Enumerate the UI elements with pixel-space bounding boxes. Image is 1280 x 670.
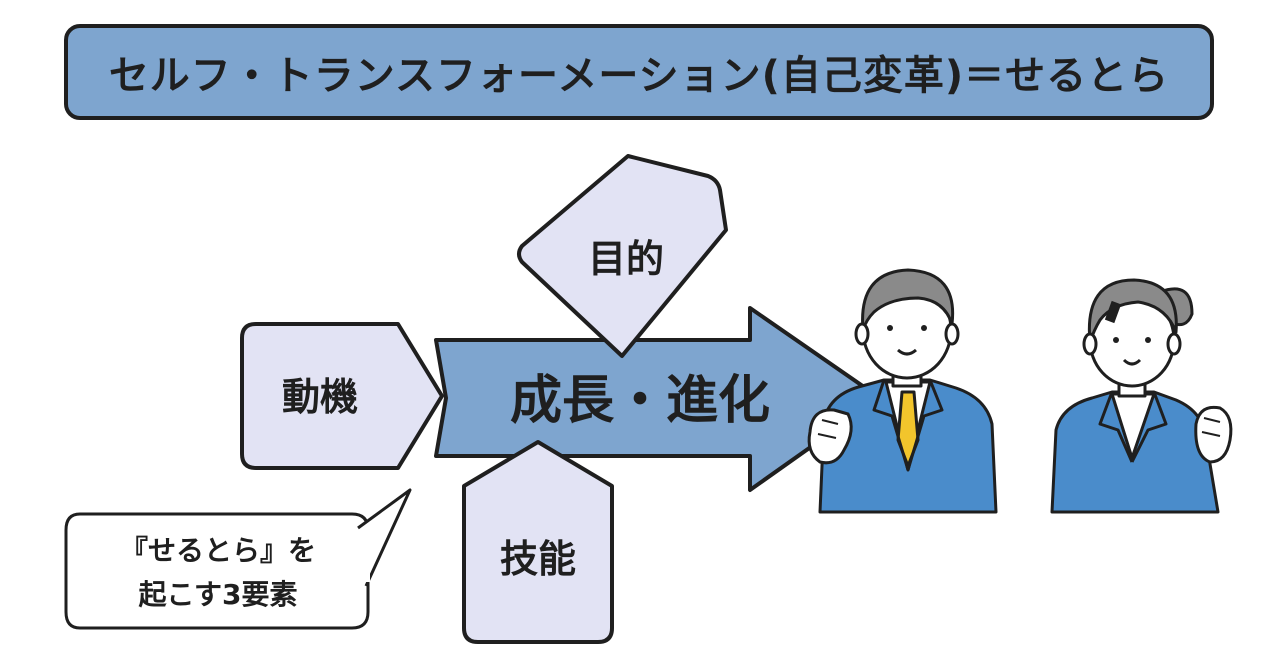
title-text: セルフ・トランスフォーメーション(自己変革)＝せるとら: [108, 53, 1170, 99]
title-banner: セルフ・トランスフォーメーション(自己変革)＝せるとら: [64, 24, 1214, 120]
callout-tail: [357, 488, 412, 587]
purpose-label: 目的: [588, 237, 664, 281]
callout-line-2: 起こす3要素: [139, 578, 298, 611]
purpose-box: [517, 154, 728, 358]
businesswoman-icon: [1050, 278, 1233, 514]
callout-line-1: 『せるとら』を: [120, 534, 316, 567]
motive-label: 動機: [282, 375, 358, 419]
growth-arrow: [434, 306, 882, 492]
skill-label: 技能: [500, 537, 576, 581]
motive-box: [240, 322, 444, 470]
skill-box: [462, 440, 614, 644]
center-label: 成長・進化: [510, 371, 770, 431]
businessman-icon: [807, 268, 998, 514]
